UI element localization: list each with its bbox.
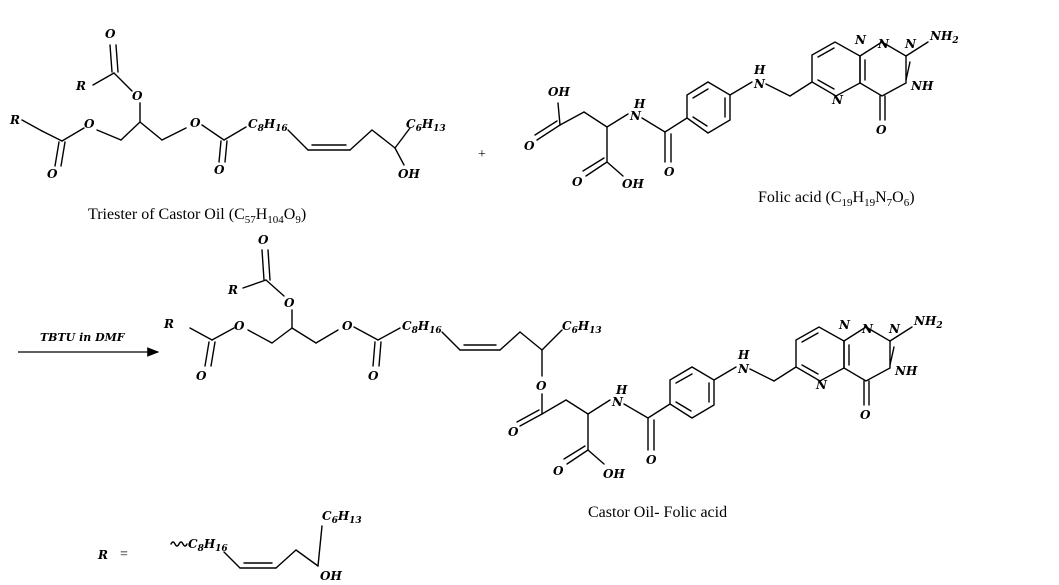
reagent-label: TBTU in DMF [40,331,126,344]
atom-o: O [105,27,116,41]
atom-o: O [664,165,675,179]
atom-o: O [284,296,295,310]
atom-o: O [572,175,583,189]
atom-n: N [854,33,867,47]
atom-o: O [553,464,564,478]
atom-n: N [877,37,890,51]
r-equals: = [120,547,128,562]
atom-o: O [47,167,58,181]
atom-o: O [342,319,353,333]
caption-triester: Triester of Castor Oil (C57H104O9) [88,206,306,226]
atom-r: R [75,79,86,93]
atom-o: O [646,453,657,467]
r-definition: R = C8H16 C6H13 OH [97,509,362,583]
atom-oh: OH [548,85,570,99]
atom-h: H [737,348,750,362]
atom-n: N [888,322,901,336]
atom-r: R [9,113,20,127]
atom-n: N [831,93,844,107]
atom-h: H [633,97,646,111]
atom-nh: N [753,77,766,91]
atom-r: R [163,317,174,331]
atom-n: N [904,37,917,51]
chain-c6h13: C6H13 [406,117,446,134]
chain-c8h16: C8H16 [188,537,228,554]
triester-structure: O R O O R O O O C8H16 C6 [9,27,446,181]
atom-o: O [214,163,225,177]
atom-n: N [838,318,851,332]
wavy-bond-icon [170,541,188,547]
chain-c6h13: C6H13 [322,509,362,526]
atom-o: O [368,369,379,383]
atom-o: O [524,139,535,153]
atom-nh: NH [910,79,934,93]
chain-c6h13: C6H13 [562,319,602,336]
caption-product: Castor Oil- Folic acid [588,504,727,521]
atom-nh: N [737,362,750,376]
r-label: R [97,548,108,562]
atom-o: O [876,123,887,137]
atom-nh: NH [894,364,918,378]
atom-nh2: NH2 [929,29,959,46]
chain-c8h16: C8H16 [248,117,288,134]
atom-o: O [258,233,269,247]
atom-o: O [860,408,871,422]
atom-h: H [615,383,628,397]
atom-nh: N [629,109,642,123]
atom-o: O [190,116,201,130]
atom-oh: OH [603,467,625,481]
atom-o: O [196,369,207,383]
atom-r: R [227,283,238,297]
atom-nh: N [611,395,624,409]
atom-oh: OH [320,569,342,583]
plus-sign: + [478,147,486,162]
chain-c8h16: C8H16 [402,319,442,336]
caption-folic-acid: Folic acid (C19H19N7O6) [758,189,915,209]
atom-h: H [753,63,766,77]
atom-nh2: NH2 [913,314,943,331]
atom-n: N [861,322,874,336]
atom-oh: OH [398,167,420,181]
product-structure: O R O O R O O O C8H16 C6H13 O [163,233,943,481]
atom-o: O [234,319,245,333]
atom-o: O [536,379,547,393]
atom-o: O [84,117,95,131]
atom-n: N [815,378,828,392]
folic-acid-structure: OH O N H O OH O N H N N [524,29,959,191]
atom-o: O [132,89,143,103]
atom-o: O [508,425,519,439]
atom-oh: OH [622,177,644,191]
reaction-arrow: TBTU in DMF [18,331,160,357]
